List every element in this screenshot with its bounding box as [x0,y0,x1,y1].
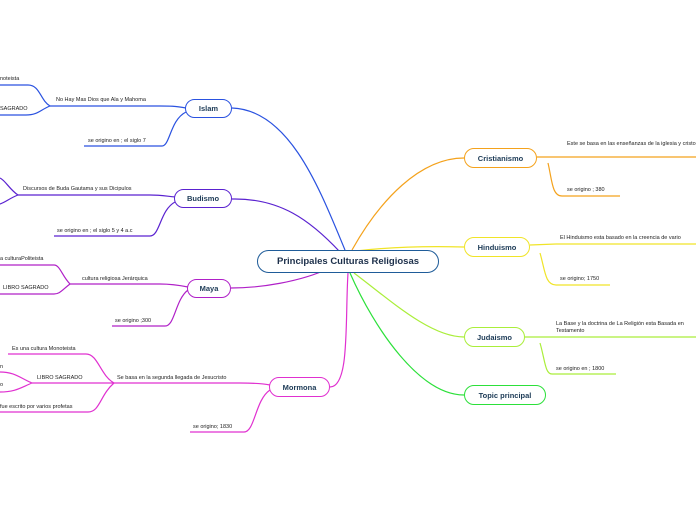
branch-cristianismo [351,157,465,251]
maya-link-1a [53,264,71,285]
budismo-subtopic-2[interactable]: se origino en ; el siglo 5 y 4 a.c [57,228,133,234]
mormona-subtopic-1c[interactable]: fue escrito por varios profetas [0,404,73,410]
islam-subtopic-1b[interactable]: SAGRADO [0,106,28,112]
cristianismo-link-2 [547,162,563,197]
topic-budismo[interactable]: Budismo [174,189,232,208]
islam-link-2 [161,111,187,147]
budismo-link-1a [0,177,19,196]
topic-islam[interactable]: Islam [185,99,232,118]
branch-hinduismo [355,246,465,252]
islam-link-1a [27,84,51,107]
maya-subtopic-1a[interactable]: a culturaPoliteista [0,256,44,262]
budismo-link-1 [149,194,176,198]
mormona-link-1c [87,382,115,413]
mormona-link-2 [243,389,271,433]
cristianismo-subtopic-2[interactable]: se origino ; 380 [567,187,605,193]
mormona-subtopic-1[interactable]: Se basa en la segunda llegada de Jesucri… [117,375,227,381]
mormona-link-1b1 [0,371,33,384]
judaismo-link-2 [539,342,553,375]
branch-islam [231,107,346,251]
cristianismo-subtopic-1[interactable]: Este se basa en las enseñanzas de la igl… [567,141,696,147]
maya-subtopic-1b[interactable]: LIBRO SAGRADO [3,285,49,291]
mormona-link-1b2 [0,382,33,393]
budismo-link-1b [0,194,19,205]
maya-link-2 [164,289,189,327]
branch-budismo [231,198,341,253]
mormona-link-1 [239,382,271,386]
islam-subtopic-1[interactable]: No Hay Mas Dios que Ala y Mahoma [56,97,146,103]
islam-link-1 [159,105,187,109]
budismo-subtopic-1[interactable]: Discursos de Buda Gautama y sus Dicipulo… [23,186,132,192]
branch-judaismo [353,272,465,338]
topic-maya[interactable]: Maya [187,279,231,298]
judaismo-subtopic-1[interactable]: La Base y la doctrina de La Religión est… [556,321,684,334]
maya-link-1b [53,283,71,295]
maya-subtopic-1[interactable]: cultura religiosa Jerárquica [82,276,148,282]
mormona-link-1a [85,353,115,384]
budismo-link-2 [149,201,176,237]
islam-link-1b [25,105,51,116]
maya-subtopic-2[interactable]: se origino ;300 [115,318,152,324]
branch-mormona [329,272,349,388]
hinduismo-link-2 [539,252,557,286]
hinduismo-link-1 [529,243,557,246]
mormona-subtopic-1b1[interactable]: n [0,364,4,370]
topic-principal[interactable]: Topic principal [464,385,546,405]
mormona-subtopic-1b2[interactable]: o [0,382,4,388]
hinduismo-subtopic-1[interactable]: El Hinduismo esta basado en la creencia … [560,235,681,241]
islam-subtopic-1a[interactable]: noteista [0,76,20,82]
mormona-subtopic-1a[interactable]: Es una cultura Monoteista [12,346,76,352]
branch-topic [349,272,465,396]
hinduismo-subtopic-2[interactable]: se origino; 1750 [560,276,600,282]
mormona-subtopic-2[interactable]: se origino; 1830 [193,424,233,430]
topic-hinduismo[interactable]: Hinduismo [464,237,530,257]
central-topic[interactable]: Principales Culturas Religiosas [257,250,439,273]
topic-judaismo[interactable]: Judaismo [464,327,525,347]
maya-link-1 [159,283,189,288]
mormona-subtopic-1b[interactable]: LIBRO SAGRADO [37,375,83,381]
islam-subtopic-2[interactable]: se origino en ; el siglo 7 [88,138,146,144]
topic-mormona[interactable]: Mormona [269,377,330,397]
judaismo-subtopic-2[interactable]: se origino en ; 1800 [556,366,605,372]
topic-cristianismo[interactable]: Cristianismo [464,148,537,168]
